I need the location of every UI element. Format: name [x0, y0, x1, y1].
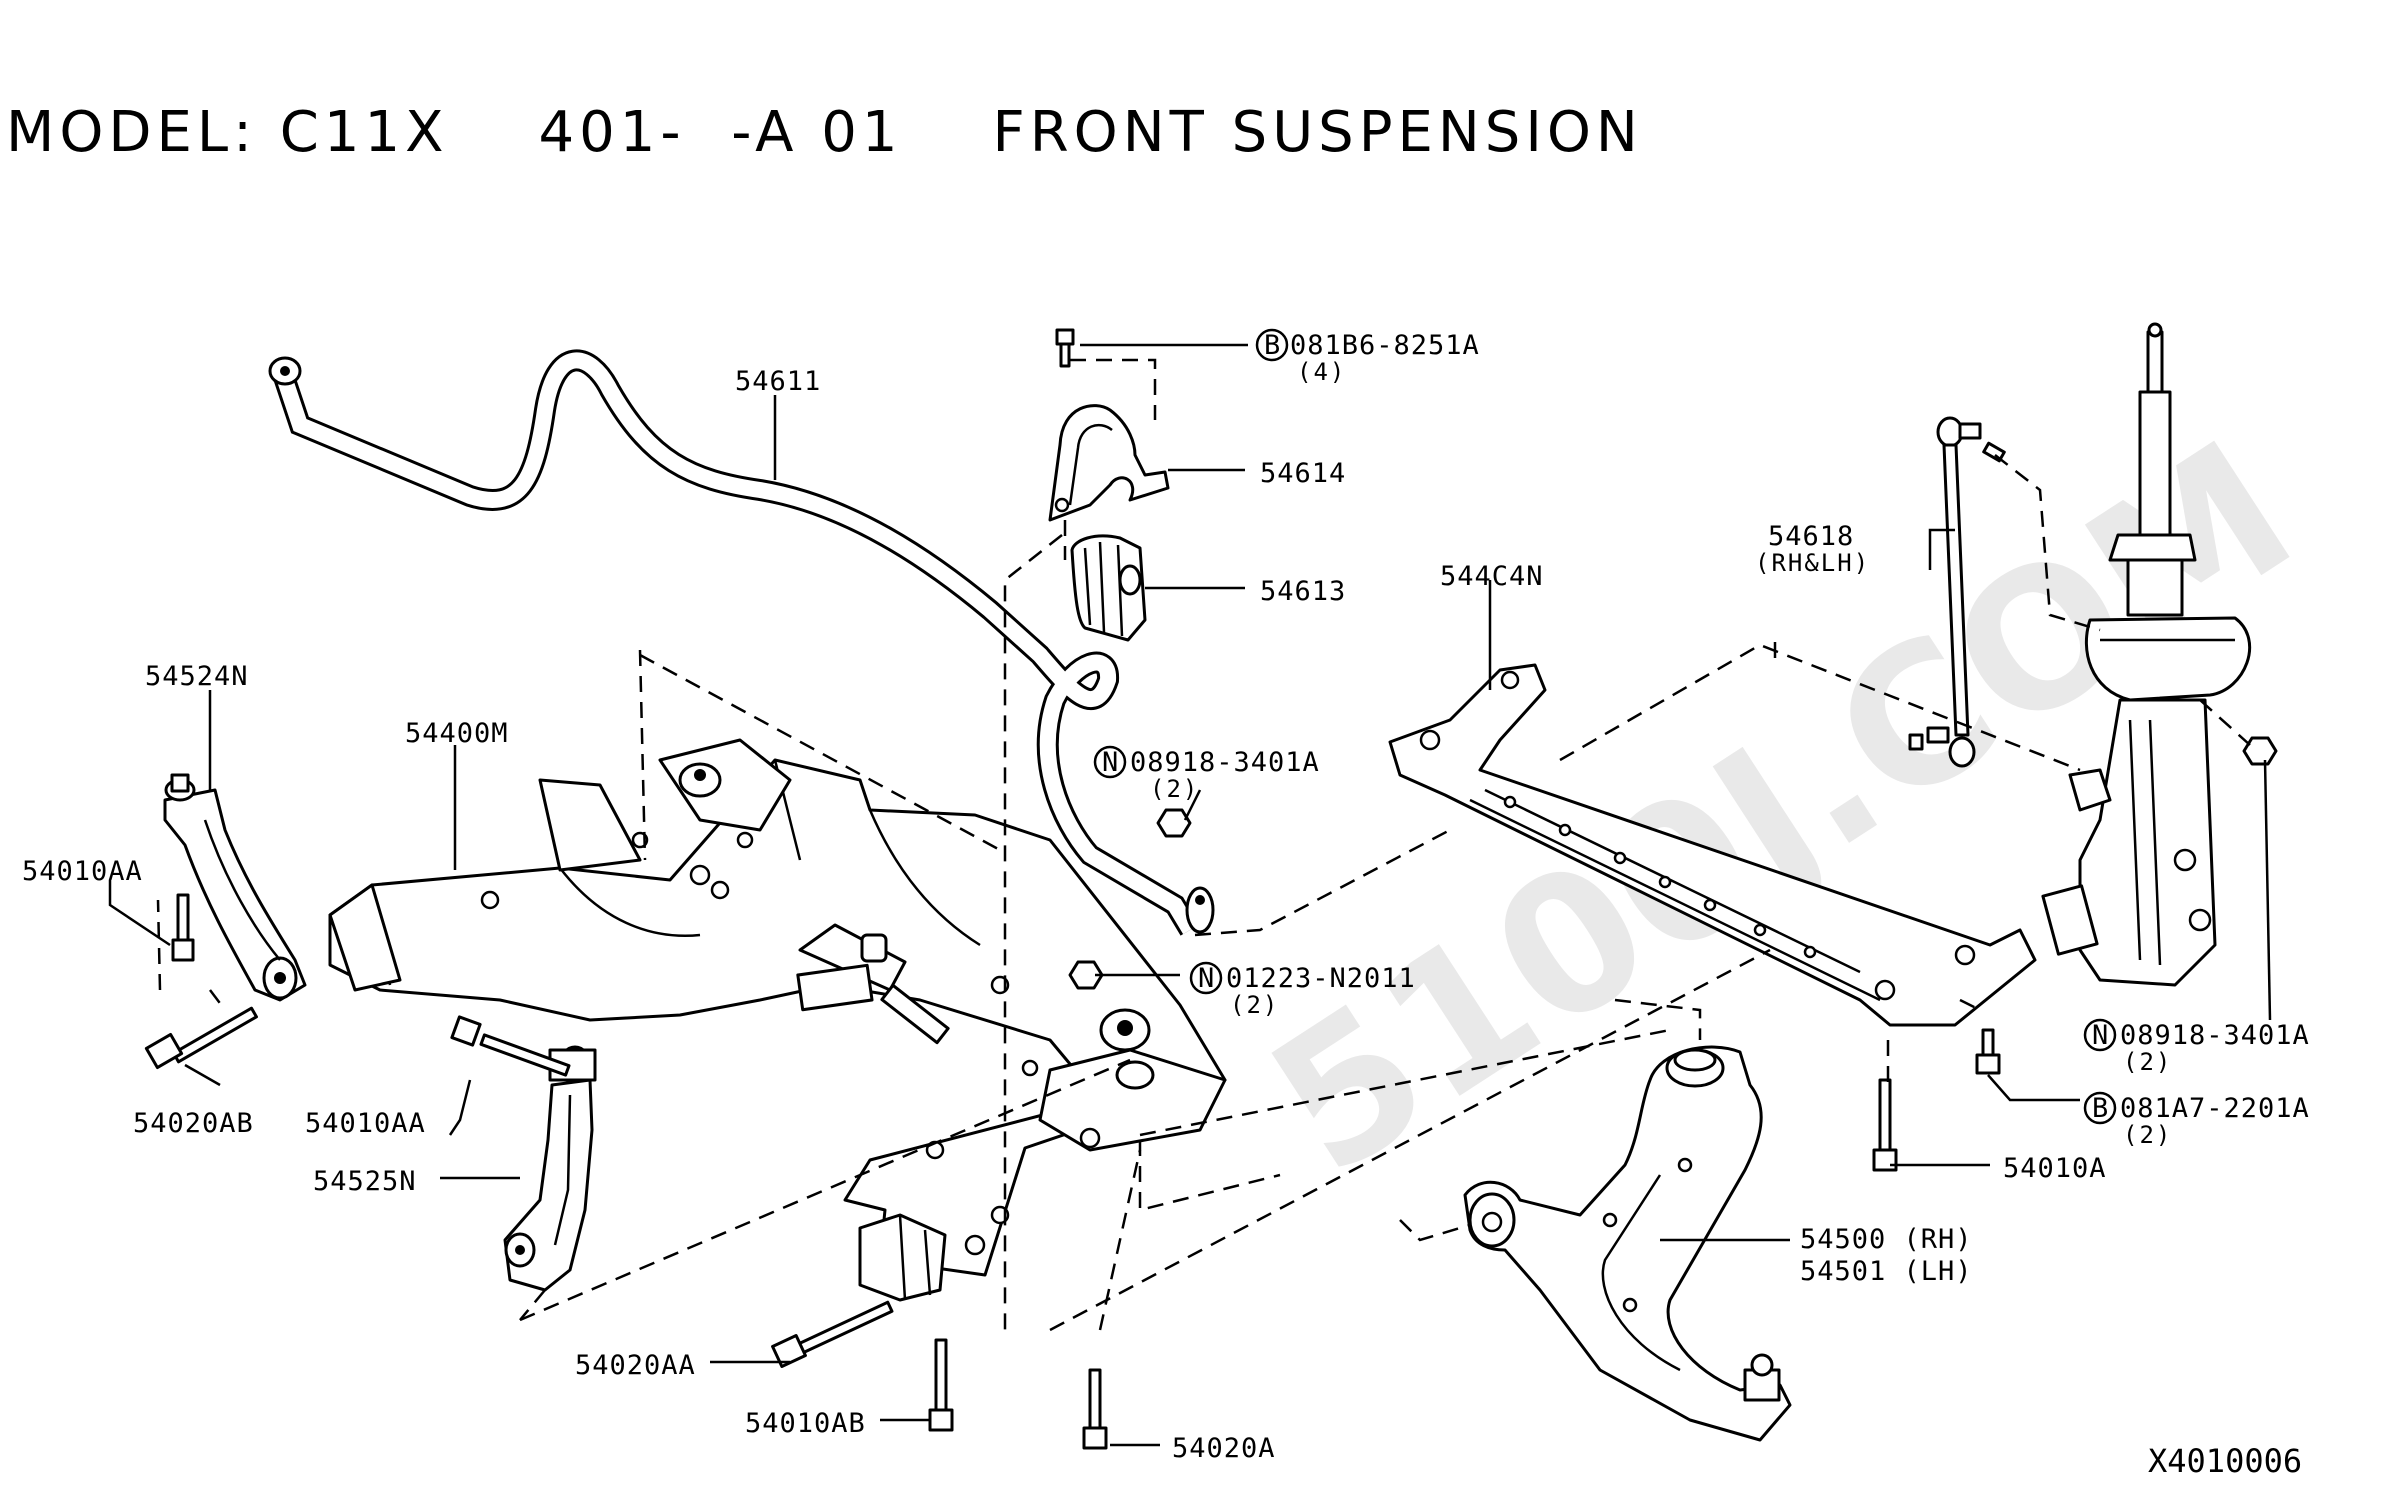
bolt-marker-2	[2083, 1091, 2117, 1125]
label-54010A: 54010A	[2003, 1153, 2107, 1184]
label-08918-3401A-left: 08918-3401A	[1130, 747, 1320, 778]
qty-081A7-2201A: (2)	[2123, 1121, 2172, 1149]
qty-081B6-8251A: (4)	[1297, 358, 1346, 386]
stabilizer-bar[interactable]	[268, 349, 1215, 936]
label-54020AA: 54020AA	[575, 1350, 696, 1381]
nut-08918-3401A-right[interactable]	[2242, 736, 2278, 766]
stabilizer-clamp[interactable]	[1048, 328, 1170, 522]
label-54500-rh: 54500 (RH)	[1800, 1224, 1973, 1255]
diagram-reference-number: X4010006	[2148, 1442, 2302, 1480]
stabilizer-bushing[interactable]	[1070, 534, 1147, 642]
bolt-marker-1	[1255, 328, 1289, 362]
model-label: MODEL: C11X	[6, 100, 449, 165]
label-54611: 54611	[735, 366, 821, 397]
label-01223-N2011: 01223-N2011	[1226, 963, 1416, 994]
nut-marker-3	[2083, 1018, 2117, 1052]
bolt-54020AA[interactable]	[771, 1300, 894, 1368]
label-54524N: 54524N	[145, 661, 249, 692]
section-name: FRONT SUSPENSION	[992, 100, 1643, 165]
strut-assembly[interactable]	[2041, 322, 2252, 987]
suspension-member[interactable]	[328, 738, 1227, 1302]
nut-marker-letter-3: N	[2092, 1020, 2109, 1051]
qty-01223-N2011: (2)	[1230, 991, 1279, 1019]
bolt-54010A[interactable]	[1872, 1078, 1898, 1172]
label-54400M: 54400M	[405, 718, 509, 749]
nut-marker-2	[1189, 961, 1223, 995]
label-54010AB: 54010AB	[745, 1408, 866, 1439]
front-link-54525N[interactable]	[503, 1045, 597, 1292]
label-54618-side: (RH&LH)	[1755, 549, 1870, 577]
leader-lines	[108, 343, 2272, 1447]
label-54618: 54618	[1768, 521, 1854, 552]
stabilizer-link[interactable]	[1908, 416, 2006, 768]
label-54020A: 54020A	[1172, 1433, 1276, 1464]
bolt-081A7-2201A[interactable]	[1975, 1028, 2001, 1075]
label-544C4N: 544C4N	[1440, 561, 1544, 592]
bolt-54020AB[interactable]	[144, 1006, 258, 1070]
transverse-link[interactable]	[1463, 1045, 1792, 1442]
assembly-guides	[156, 358, 2251, 1332]
bolt-54020A[interactable]	[1082, 1368, 1108, 1450]
bolt-54010AA-right[interactable]	[450, 1015, 571, 1077]
label-54501-lh: 54501 (LH)	[1800, 1256, 1973, 1287]
nut-marker-1	[1093, 745, 1127, 779]
bolt-54010AB[interactable]	[928, 1338, 954, 1432]
label-54614: 54614	[1260, 458, 1346, 489]
qty-08918-3401A-left: (2)	[1150, 775, 1199, 803]
bolt-marker-letter-2: B	[2092, 1093, 2109, 1124]
bolt-marker-letter-1: B	[1264, 330, 1281, 361]
label-54525N: 54525N	[313, 1166, 417, 1197]
label-081A7-2201A: 081A7-2201A	[2120, 1093, 2310, 1124]
diagram-title: MODEL: C11X 401- -A 01 FRONT SUSPENSION	[6, 100, 1733, 165]
label-54010AA-left: 54010AA	[22, 856, 143, 887]
label-54010AA-right: 54010AA	[305, 1108, 426, 1139]
member-stay[interactable]	[1388, 663, 2037, 1027]
bolt-54010AA-left[interactable]	[171, 893, 195, 962]
qty-08918-3401A-right: (2)	[2123, 1048, 2172, 1076]
nut-marker-letter-2: N	[1198, 963, 1215, 994]
label-081B6-8251A: 081B6-8251A	[1290, 330, 1480, 361]
label-54613: 54613	[1260, 576, 1346, 607]
label-08918-3401A-right: 08918-3401A	[2120, 1020, 2310, 1051]
section-code: 401- -A 01	[538, 100, 903, 165]
label-54020AB: 54020AB	[133, 1108, 254, 1139]
nut-01223-N2011[interactable]	[1068, 960, 1104, 990]
nut-marker-letter-1: N	[1102, 747, 1119, 778]
nut-08918-3401A-left[interactable]	[1156, 808, 1192, 838]
front-link-54524N[interactable]	[163, 773, 307, 1002]
